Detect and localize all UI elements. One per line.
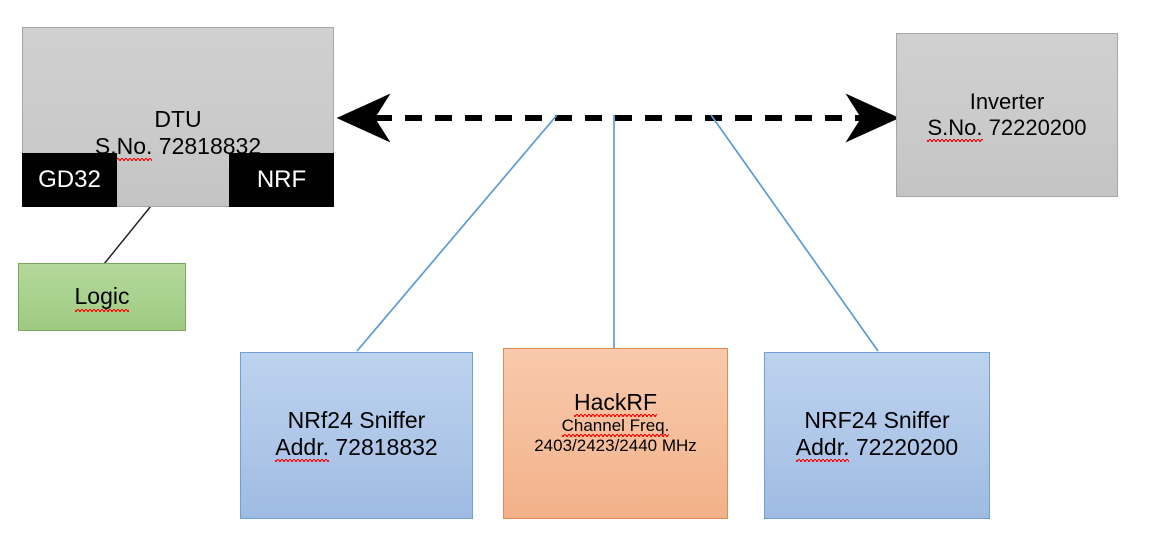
dtu-title: DTU: [154, 106, 202, 132]
gd32-chip[interactable]: GD32: [22, 153, 117, 207]
nrf-label: NRF: [256, 165, 307, 193]
inverter-title: Inverter: [969, 89, 1045, 115]
sniffer-right-addr-label: Addr.: [795, 434, 850, 463]
inverter-serial-label: S.No.: [927, 115, 983, 142]
sniffer-left-tap: [356, 114, 558, 352]
gd32-label: GD32: [38, 165, 101, 193]
hackrf-text-group: HackRF Channel Freq. 2403/2423/2440 MHz: [504, 389, 727, 456]
sniffer-left-title-text: NRf24 Sniffer: [287, 407, 426, 433]
sniffer-right-title: NRF24 Sniffer: [765, 407, 989, 434]
sniffer-left-addr: Addr. 72818832: [241, 434, 472, 463]
sniffer-right-addr-value: 72220200: [855, 434, 959, 461]
hackrf-frequencies: 2403/2423/2440 MHz: [534, 436, 697, 456]
hackrf-title: HackRF: [504, 389, 727, 418]
inverter-block[interactable]: Inverter S.No. 72220200: [896, 33, 1118, 197]
inverter-serial: S.No. 72220200: [927, 115, 1087, 142]
sniffer-right-tap: [710, 114, 879, 352]
sniffer-right-title-text: NRF24 Sniffer: [804, 407, 950, 433]
hackrf-subtitle: Channel Freq.: [504, 416, 727, 438]
sniffer-right-text-group: NRF24 Sniffer Addr. 72220200: [765, 407, 989, 463]
sniffer-left-block[interactable]: NRf24 Sniffer Addr. 72818832: [240, 352, 473, 519]
sniffer-left-title: NRf24 Sniffer: [241, 407, 472, 434]
hackrf-subtitle-text: Channel Freq.: [561, 416, 670, 438]
hackrf-block[interactable]: HackRF Channel Freq. 2403/2423/2440 MHz: [503, 348, 728, 519]
sniffer-left-addr-value: 72818832: [335, 434, 438, 461]
inverter-serial-number: 72220200: [988, 115, 1087, 140]
dtu-text-group: DTU S.No. 72818832: [23, 106, 333, 162]
logic-label: Logic: [74, 283, 130, 312]
sniffer-left-addr-label: Addr.: [275, 434, 329, 463]
logic-analyzer-block[interactable]: Logic: [18, 263, 186, 331]
hackrf-title-text: HackRF: [573, 389, 658, 418]
sniffer-left-text-group: NRf24 Sniffer Addr. 72818832: [241, 407, 472, 463]
sniffer-right-addr: Addr. 72220200: [765, 434, 989, 463]
sniffer-right-block[interactable]: NRF24 Sniffer Addr. 72220200: [764, 352, 990, 519]
nrf-chip[interactable]: NRF: [229, 153, 334, 207]
